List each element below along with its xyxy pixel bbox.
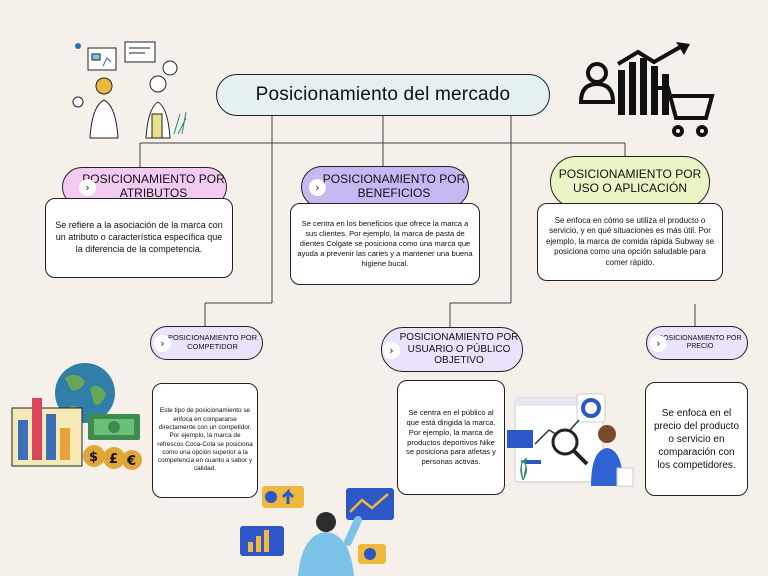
node-precio-label: POSICIONAMIENTO POR PRECIO: [658, 334, 742, 350]
node-atributos-label: POSICIONAMIENTO POR ATRIBUTOS: [82, 172, 225, 200]
svg-text:£: £: [109, 452, 118, 467]
card-precio: Se enfoca en el precio del producto o se…: [645, 382, 748, 496]
chevron-right-icon: ›: [79, 179, 96, 196]
node-uso-label: POSICIONAMIENTO POR USO O APLICACIÓN: [558, 167, 702, 195]
globe-finance-illustration: $ £ €: [11, 363, 142, 470]
card-beneficios-text: Se centra en los beneficios que ofrece l…: [297, 219, 473, 268]
card-competidor: Este tipo de posicionamiento se enfoca e…: [152, 383, 258, 498]
node-competidor[interactable]: › POSICIONAMIENTO POR COMPETIDOR: [150, 326, 263, 360]
marketing-person-illustration: [240, 486, 394, 576]
chevron-right-icon: ›: [309, 179, 326, 196]
card-usuario: Se centra en el público al que está diri…: [397, 380, 505, 495]
svg-text:€: €: [126, 454, 136, 469]
svg-text:$: $: [89, 450, 98, 465]
card-uso-text: Se enfoca en cómo se utiliza el producto…: [545, 216, 715, 267]
node-competidor-label: POSICIONAMIENTO POR COMPETIDOR: [167, 333, 258, 351]
node-precio[interactable]: › POSICIONAMIENTO POR PRECIO: [646, 326, 748, 360]
card-precio-text: Se enfoca en el precio del producto o se…: [653, 407, 740, 471]
card-atributos-text: Se refiere a la asociación de la marca c…: [55, 220, 223, 254]
node-uso[interactable]: POSICIONAMIENTO POR USO O APLICACIÓN: [550, 156, 710, 208]
chevron-right-icon: ›: [383, 342, 400, 359]
node-usuario-label: POSICIONAMIENTO POR USUARIO O PÚBLICO OB…: [399, 332, 519, 367]
card-beneficios: Se centra en los beneficios que ofrece l…: [290, 203, 480, 285]
map-title: Posicionamiento del mercado: [216, 74, 550, 116]
card-atributos: Se refiere a la asociación de la marca c…: [45, 198, 233, 278]
card-competidor-text: Este tipo de posicionamiento se enfoca e…: [157, 407, 253, 473]
chevron-right-icon: ›: [154, 335, 171, 352]
card-usuario-text: Se centra en el público al que está diri…: [406, 407, 496, 467]
magnifier-analyst-illustration: [507, 393, 634, 487]
card-uso: Se enfoca en cómo se utiliza el producto…: [537, 203, 723, 281]
chart-cart-icon: [578, 42, 715, 137]
node-beneficios[interactable]: › POSICIONAMIENTO POR BENEFICIOS: [301, 166, 469, 208]
node-usuario[interactable]: › POSICIONAMIENTO POR USUARIO O PÚBLICO …: [381, 327, 523, 372]
chevron-right-icon: ›: [650, 335, 667, 352]
team-analytics-illustration: [72, 41, 187, 139]
node-beneficios-label: POSICIONAMIENTO POR BENEFICIOS: [322, 172, 466, 200]
